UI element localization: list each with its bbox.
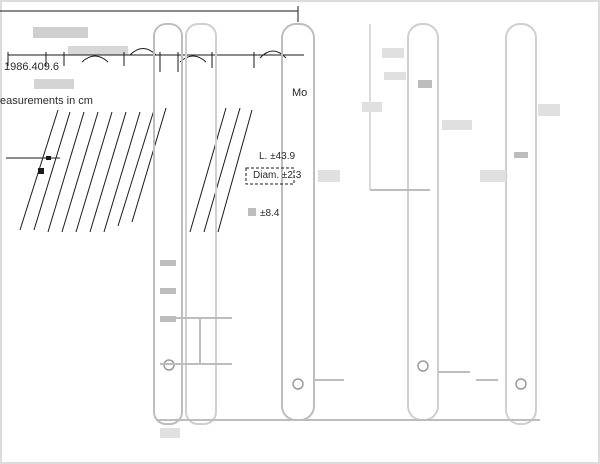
shaft-fifth <box>438 23 537 425</box>
catalog-number-label: 1986.409.6 <box>4 61 59 73</box>
small-dim-marker <box>248 208 256 216</box>
small-dimension-label: ±8.4 <box>260 208 280 219</box>
top-arc-1 <box>81 55 109 63</box>
top-arc-2 <box>129 48 157 56</box>
front-view-label-truncated: Mo <box>292 87 307 99</box>
shaft-third <box>281 23 344 421</box>
measurement-units-note: easurements in cm <box>0 95 93 107</box>
diameter-dimension-label: Diam. ±2.3 <box>253 170 302 181</box>
faint-label-boxes <box>160 48 560 438</box>
top-arc-4 <box>259 50 287 59</box>
shaft-second <box>160 23 232 425</box>
left-marker-block-2 <box>46 156 51 160</box>
faint-label-third <box>34 79 74 89</box>
faint-label-second <box>68 46 128 55</box>
length-dimension-label: L. ±43.9 <box>259 151 296 162</box>
left-marker-block <box>38 168 44 174</box>
top-ticks <box>7 52 255 72</box>
shaft-fourth <box>369 23 439 421</box>
diameter-bracket <box>245 167 295 185</box>
top-arc-3 <box>179 55 207 63</box>
hatched-section <box>19 107 253 233</box>
faint-label-top <box>33 27 88 38</box>
